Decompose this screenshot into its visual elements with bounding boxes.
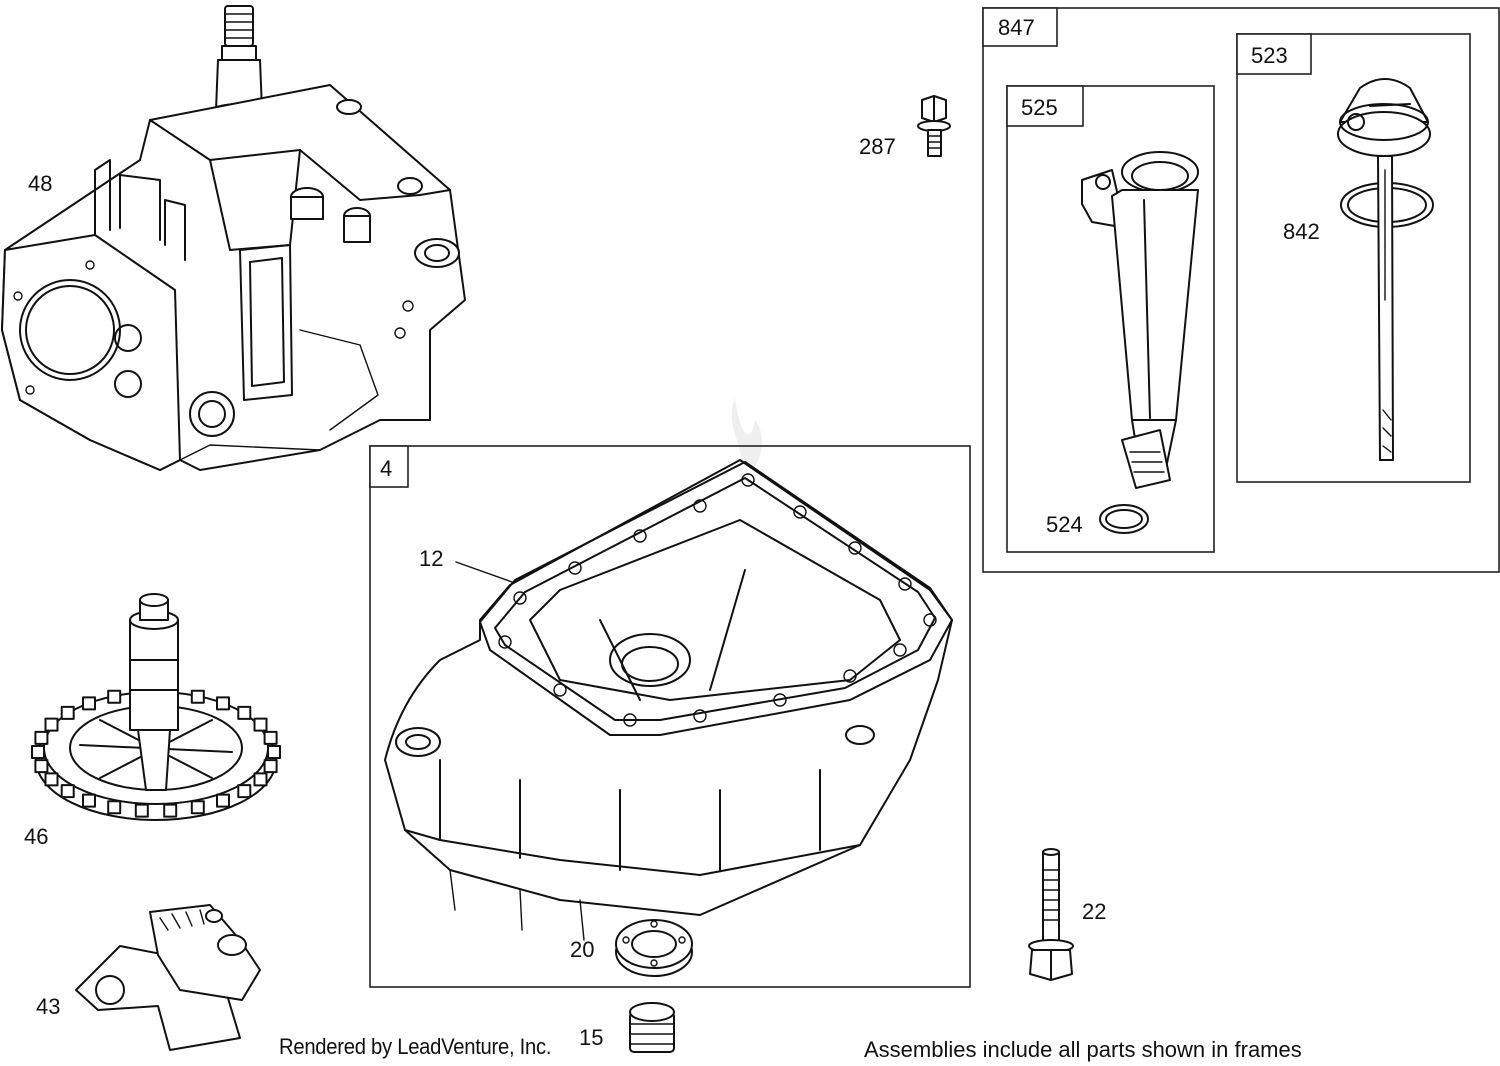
gear-tooth	[60, 705, 75, 720]
gear-tooth	[34, 759, 49, 774]
gear-tooth	[263, 759, 278, 774]
part-label-48[interactable]: 48	[28, 171, 53, 196]
oil-seal-drawing	[615, 919, 693, 977]
leader-line-12	[455, 561, 513, 583]
dipstick-drawing	[1337, 78, 1434, 461]
gear-tooth	[31, 745, 45, 759]
gear-tooth	[237, 705, 252, 720]
oil-fill-tube-drawing	[1081, 151, 1199, 534]
gasket-hole	[623, 713, 637, 727]
frame-tag-523[interactable]: 523	[1251, 43, 1288, 68]
frame-523	[1236, 33, 1471, 483]
gear-tooth	[190, 689, 205, 704]
frame-525	[1006, 85, 1215, 553]
long-bolt-drawing	[1028, 848, 1074, 981]
governor-drawing	[75, 904, 261, 1051]
gasket-hole	[693, 499, 707, 513]
gear-tooth	[34, 730, 49, 745]
part-label-22[interactable]: 22	[1082, 899, 1107, 924]
gasket-hole	[633, 529, 647, 543]
gear-tooth	[82, 793, 96, 808]
gear-tooth	[216, 793, 230, 808]
gasket-hole	[568, 561, 582, 575]
part-label-15[interactable]: 15	[579, 1025, 604, 1050]
gear-tooth	[253, 772, 268, 787]
gasket-hole	[793, 505, 807, 519]
gear-tooth	[60, 784, 75, 799]
assemblies-note: Assemblies include all parts shown in fr…	[864, 1037, 1302, 1062]
gasket-hole	[898, 577, 912, 591]
gear-tooth	[237, 784, 252, 799]
frame-tag-4[interactable]: 4	[380, 456, 393, 481]
part-label-842[interactable]: 842	[1283, 219, 1320, 244]
sump-drawing	[384, 459, 953, 941]
part-label-287[interactable]: 287	[859, 134, 896, 159]
plug-drawing	[629, 1002, 675, 1053]
part-label-524[interactable]: 524	[1046, 512, 1083, 537]
gear-tooth	[107, 689, 122, 704]
gear-tooth	[190, 800, 205, 815]
gasket-hole	[513, 591, 527, 605]
camshaft-gear-drawing	[31, 593, 281, 821]
gear-tooth	[263, 730, 278, 745]
gear-tooth	[134, 803, 149, 818]
gear-tooth	[163, 803, 178, 818]
part-label-12[interactable]: 12	[419, 546, 444, 571]
gasket-hole	[498, 635, 512, 649]
gear-tooth	[107, 800, 122, 815]
frame-847	[982, 7, 1500, 573]
gear-tooth	[44, 717, 59, 732]
gasket-hole	[923, 613, 937, 627]
frame-4	[369, 445, 971, 988]
frame-tag-525[interactable]: 525	[1021, 95, 1058, 120]
gasket-hole	[693, 709, 707, 723]
gasket-hole	[893, 643, 907, 657]
gasket-hole	[773, 693, 787, 707]
gear-tooth	[216, 696, 230, 711]
gear-tooth	[267, 745, 281, 759]
cylinder-block-drawing	[1, 5, 466, 471]
gasket-hole	[553, 683, 567, 697]
part-label-46[interactable]: 46	[24, 824, 49, 849]
part-label-20[interactable]: 20	[570, 937, 595, 962]
render-credit: Rendered by LeadVenture, Inc.	[279, 1034, 552, 1059]
gasket-hole	[741, 473, 755, 487]
part-label-43[interactable]: 43	[36, 994, 61, 1019]
gear-tooth	[82, 696, 96, 711]
frame-tag-847[interactable]: 847	[998, 15, 1035, 40]
bolt-287-drawing	[917, 95, 951, 157]
gear-tooth	[253, 717, 268, 732]
gear-tooth	[44, 772, 59, 787]
gasket-hole	[848, 541, 862, 555]
